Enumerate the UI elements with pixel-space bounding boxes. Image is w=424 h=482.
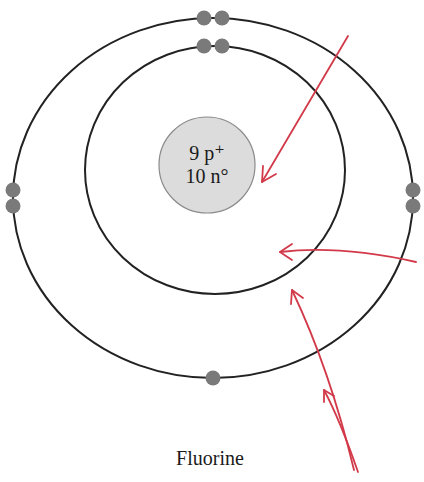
neutron-count: 10 n°: [186, 165, 229, 188]
nucleus-circle: 9 p⁺10 n°: [158, 116, 256, 214]
annotation-arrows: [262, 36, 416, 472]
inner-shell: [85, 46, 345, 294]
element-name: Fluorine: [176, 447, 244, 470]
outer-shell: [13, 18, 413, 378]
proton-count: 9 p⁺: [189, 142, 225, 165]
electrons: [6, 11, 421, 386]
